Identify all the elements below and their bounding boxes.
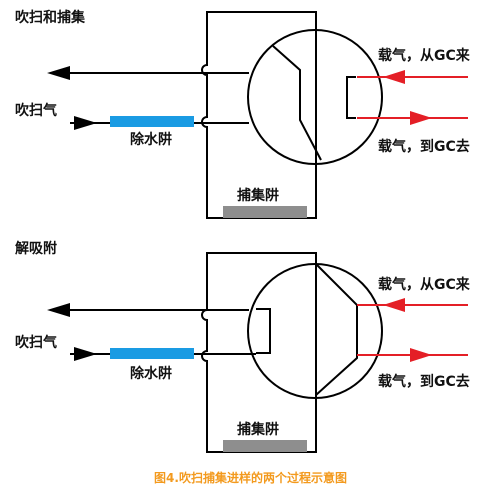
panel-purge-and-trap [47,11,468,219]
panel-title-bottom: 解吸附 [15,241,57,257]
figure-caption: 图4.吹扫捕集进样的两个过程示意图 [154,471,347,485]
cold-trap-label-top: 捕集阱 [237,188,279,204]
rotary-valve-top [247,29,383,165]
carrier-out-arrow-bottom [410,348,432,362]
carrier-in-label-top: 载气，从GC来 [378,48,470,64]
water-trap-top [110,116,194,127]
purge-gas-label-bottom: 吹扫气 [15,335,57,351]
water-trap-label-top: 除水阱 [130,132,172,148]
carrier-in-arrow-top [383,70,405,84]
valve-channel-top-1 [272,45,322,161]
purge-arrow-top [74,116,97,130]
valve-channel-bottom-2 [256,308,271,354]
carrier-loop-top [346,76,356,119]
water-trap-bottom [110,348,194,359]
purge-arrow-bottom [74,347,97,361]
carrier-in-arrow-bottom [383,298,405,312]
cold-trap-top [223,206,307,218]
vent-arrow-bottom [47,303,70,317]
carrier-out-label-bottom: 载气，到GC去 [378,374,470,390]
carrier-out-arrow-top [410,111,432,125]
vent-arrow-top [47,66,70,80]
carrier-in-label-bottom: 载气，从GC来 [378,277,470,293]
valve-frame-top [201,11,317,219]
cold-trap-bottom [223,440,307,452]
panel-desorption [47,252,468,453]
rotary-valve-bottom [247,263,383,399]
valve-frame-bottom [201,252,317,453]
cold-trap-label-bottom: 捕集阱 [237,422,279,438]
carrier-out-label-top: 载气，到GC去 [378,139,470,155]
water-trap-label-bottom: 除水阱 [130,366,172,382]
panel-title-top: 吹扫和捕集 [15,10,85,26]
valve-channel-bottom-1 [315,263,358,396]
purge-gas-label-top: 吹扫气 [15,103,57,119]
